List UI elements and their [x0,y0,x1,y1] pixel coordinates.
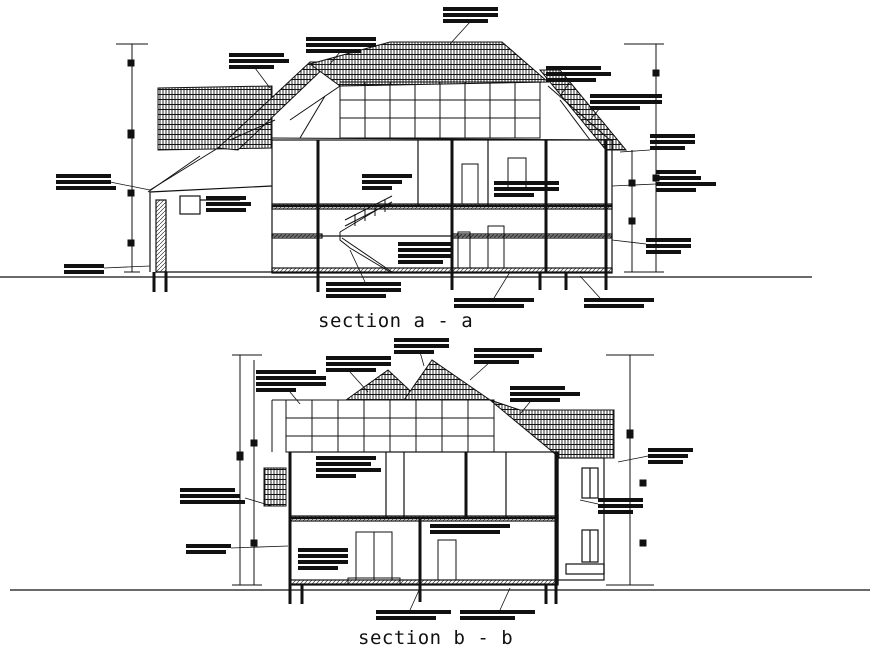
footings-a [152,272,608,292]
dimension-line-right-b [606,354,654,586]
roof-right-slope-b [489,399,615,459]
leader-lines-a [103,21,657,299]
door-small-a [457,231,471,269]
dimension-line-left-a [116,43,148,273]
annotation-labels-b [180,338,693,620]
staircase-a [339,195,393,273]
clerestory-window-b [271,399,495,453]
building-walls-b [288,451,559,586]
door-lower-right-b [437,539,457,581]
roof-left-small-b [263,467,287,507]
right-annex-b [557,457,605,581]
double-door-b [347,531,401,585]
section-b-caption: section b - b [358,627,514,649]
door-lower-a [487,225,505,269]
clerestory-window-a [339,81,541,139]
section-b-b-drawing [10,338,870,620]
roof-gable-right-b [403,359,492,401]
section-a-a-drawing [0,7,812,308]
main-roof-ridge-a [308,41,550,87]
leader-lines-b [230,351,649,611]
dimension-line-right-a [624,43,664,273]
section-a-caption: section a - a [318,310,474,332]
footings-b [288,584,558,604]
annotation-labels-a [56,7,716,308]
door-upper-a [461,163,479,205]
building-walls-a [271,139,613,274]
